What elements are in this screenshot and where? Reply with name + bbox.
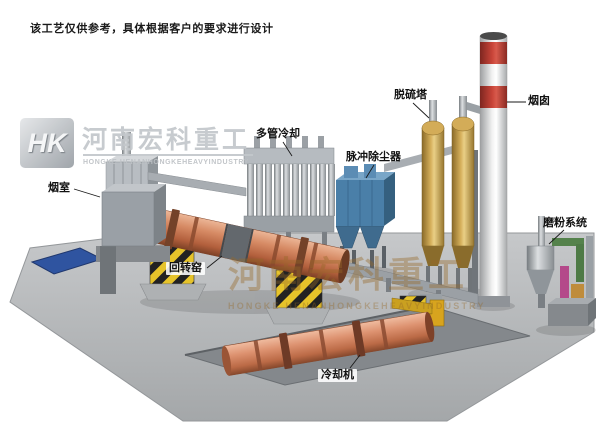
label-leader-lines <box>73 101 565 369</box>
logo-company-name-cn: 河南宏科重工 <box>82 126 251 154</box>
yellow-duct-graphic <box>391 294 445 327</box>
label-cooling-machine: 冷却机 <box>318 369 357 382</box>
label-chimney: 烟囱 <box>528 95 550 107</box>
chimney-graphic <box>472 32 510 307</box>
grinding-system-graphic <box>526 216 596 326</box>
logo-divider <box>83 154 253 156</box>
label-multi-tube-cooler: 多管冷却 <box>256 128 300 140</box>
label-desulfurization-tower: 脱硫塔 <box>394 89 427 101</box>
label-rotary-kiln: 回转窑 <box>166 262 205 275</box>
logo-company-name-en: HONGKE HENANHONGKEHEAVYINDUSTRY <box>83 159 249 166</box>
disclaimer-text: 该工艺仅供参考，具体根据客户的要求进行设计 <box>30 23 274 35</box>
desulfurization-towers-graphic <box>384 96 480 294</box>
smoke-chamber-graphic <box>96 132 247 294</box>
multi-tube-cooler-graphic <box>243 136 335 252</box>
logo-hk-monogram: HK <box>20 118 74 168</box>
label-grinding-system: 磨粉系统 <box>543 217 587 229</box>
pulse-dust-collector-graphic <box>335 164 395 270</box>
label-pulse-dust-collector: 脉冲除尘器 <box>346 151 401 163</box>
company-logo: HK 河南宏科重工 HONGKE HENANHONGKEHEAVYINDUSTR… <box>20 112 270 186</box>
label-smoke-chamber: 烟室 <box>48 182 70 194</box>
cooling-machine-graphic <box>221 311 435 376</box>
